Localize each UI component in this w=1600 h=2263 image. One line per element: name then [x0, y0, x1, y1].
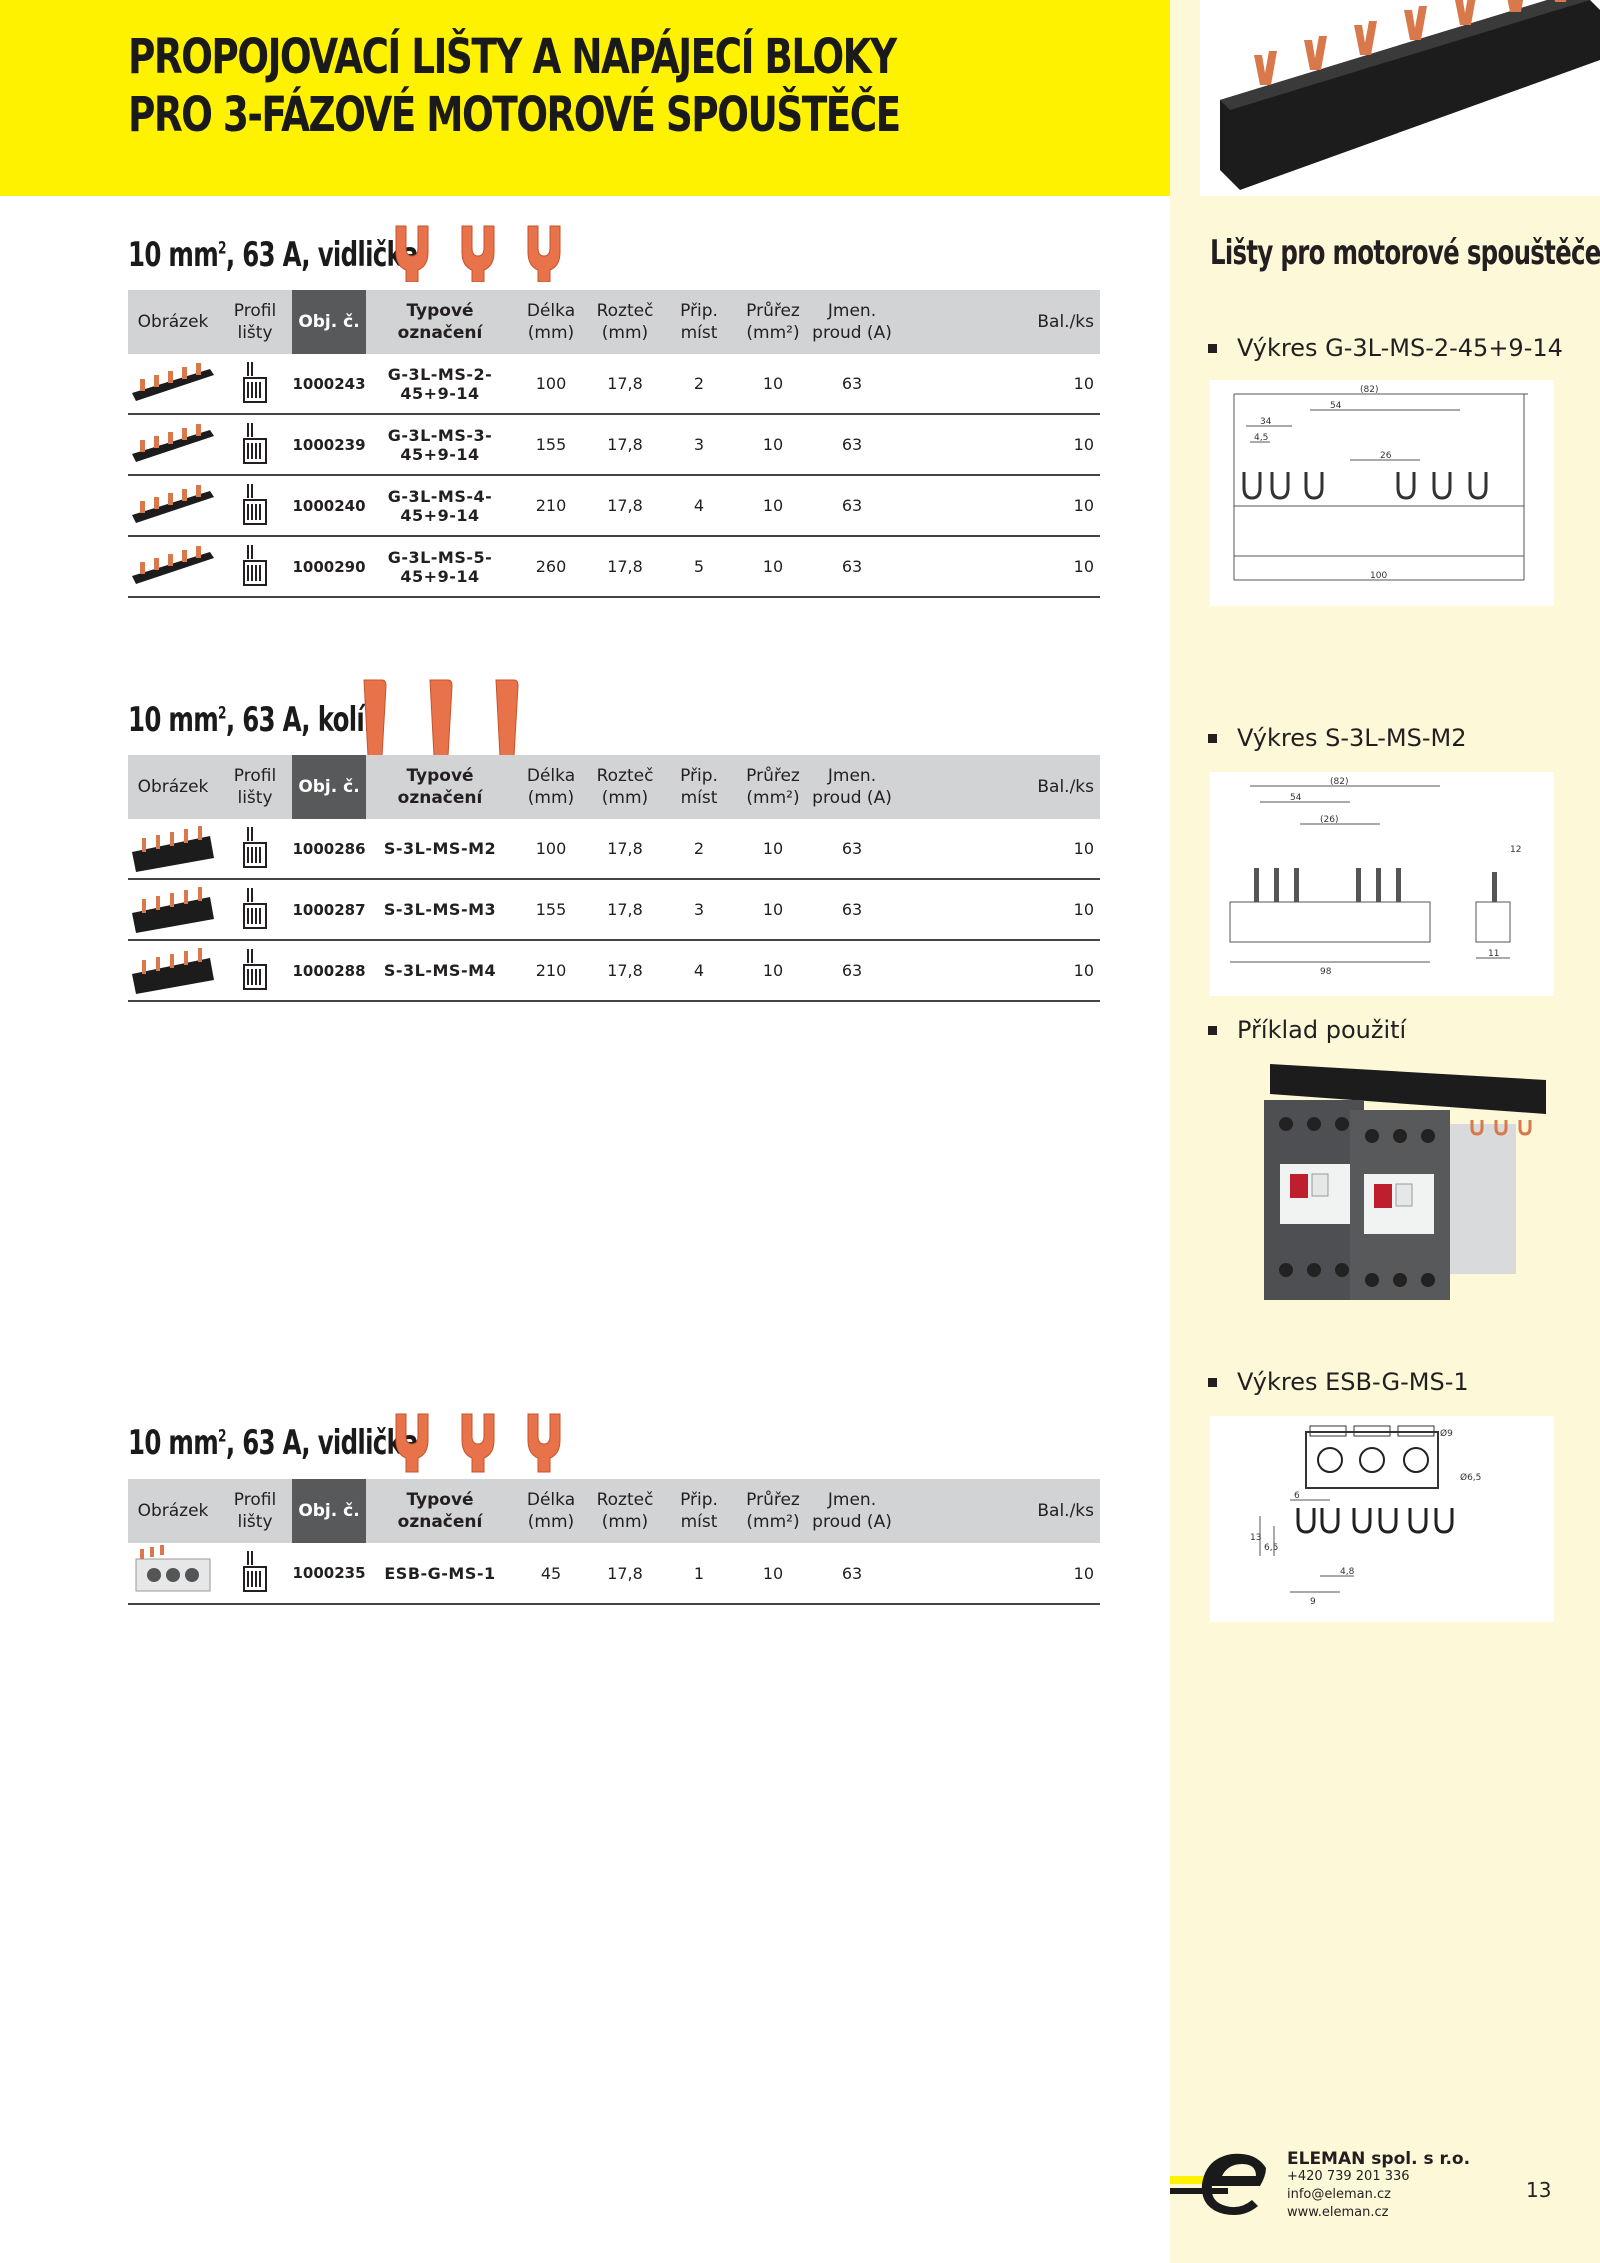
eleman-logo [1170, 2148, 1280, 2222]
svg-text:54: 54 [1330, 401, 1342, 411]
sidebar-heading: Lišty pro motorové spouštěče [1210, 233, 1600, 273]
section-1-title: 10 mm2, 63 A, vidlička [128, 235, 419, 275]
table-row: 1000240 G-3L-MS-4-45+9-14 210 17,8 4 10 … [128, 475, 1100, 537]
title-line-1: PROPOJOVACÍ LIŠTY A NAPÁJECÍ BLOKY [128, 29, 897, 85]
section-3-title: 10 mm2, 63 A, vidlička [128, 1423, 419, 1463]
col-roztec: Rozteč(mm) [588, 290, 662, 354]
profile-icon [218, 940, 292, 1002]
profile-icon [218, 414, 292, 476]
svg-text:54: 54 [1290, 793, 1302, 803]
product-image [128, 475, 218, 537]
col-delka: Délka(mm) [514, 290, 588, 354]
table-row: 1000287 S-3L-MS-M3 155 17,8 3 10 63 10 [128, 879, 1100, 941]
svg-text:(82): (82) [1360, 385, 1378, 395]
page-title: PROPOJOVACÍ LIŠTY A NAPÁJECÍ BLOKY PRO 3… [128, 28, 901, 144]
col-prip: Přip.míst [662, 290, 736, 354]
product-image [128, 819, 218, 880]
svg-text:4,5: 4,5 [1254, 433, 1268, 443]
svg-text:Ø6,5: Ø6,5 [1460, 1472, 1481, 1483]
sidebar-label-4: Výkres ESB-G-MS-1 [1208, 1368, 1469, 1396]
svg-text:12: 12 [1510, 845, 1521, 855]
fork-illustration-1 [395, 225, 561, 282]
svg-text:98: 98 [1320, 967, 1332, 977]
technical-drawing-2: (82) 54 (26) 98 12 11 [1210, 772, 1554, 996]
product-image [128, 354, 218, 415]
svg-text:26: 26 [1380, 451, 1392, 461]
sidebar-label-1: Výkres G-3L-MS-2-45+9-14 [1208, 334, 1563, 362]
product-image [128, 1543, 218, 1605]
table-row: 1000288 S-3L-MS-M4 210 17,8 4 10 63 10 [128, 940, 1100, 1002]
page-number: 13 [1526, 2178, 1552, 2202]
sidebar-label-2: Výkres S-3L-MS-M2 [1208, 724, 1466, 752]
col-bal: Bal./ks [894, 290, 1100, 354]
bullet-icon [1208, 733, 1217, 743]
section-2-title: 10 mm2, 63 A, kolík [128, 700, 380, 740]
sidebar-label-3: Příklad použití [1208, 1016, 1406, 1044]
company-name: ELEMAN spol. s r.o. [1287, 2149, 1471, 2169]
profile-icon [218, 536, 292, 598]
svg-text:11: 11 [1488, 949, 1499, 959]
svg-text:100: 100 [1370, 571, 1387, 581]
usage-example-image [1240, 1054, 1546, 1304]
product-image [128, 536, 218, 598]
col-prurez: Průřez(mm²) [736, 290, 810, 354]
table-row: 1000235 ESB-G-MS-1 45 17,8 1 10 63 10 [128, 1543, 1100, 1605]
pin-illustration [363, 679, 519, 757]
technical-drawing-3: Ø9 Ø6,5 6 4,8 13 6,5 9 [1210, 1416, 1554, 1622]
hero-busbar-image [1200, 0, 1600, 196]
profile-icon [218, 879, 292, 941]
svg-text:34: 34 [1260, 417, 1272, 427]
col-obj: Obj. č. [292, 290, 366, 354]
table-row: 1000286 S-3L-MS-M2 100 17,8 2 10 63 10 [128, 819, 1100, 880]
table-row: 1000243 G-3L-MS-2-45+9-14 100 17,8 2 10 … [128, 354, 1100, 415]
company-email: info@eleman.cz [1287, 2187, 1391, 2202]
bullet-icon [1208, 1025, 1217, 1035]
table-row: 1000290 G-3L-MS-5-45+9-14 260 17,8 5 10 … [128, 536, 1100, 598]
col-jmen: Jmen.proud (A) [810, 290, 894, 354]
profile-icon [218, 354, 292, 415]
profile-icon [218, 1543, 292, 1605]
svg-text:9: 9 [1310, 1597, 1316, 1607]
svg-text:6,5: 6,5 [1264, 1543, 1278, 1553]
title-line-2: PRO 3-FÁZOVÉ MOTOROVÉ SPOUŠTĚČE [128, 87, 901, 143]
title-banner: PROPOJOVACÍ LIŠTY A NAPÁJECÍ BLOKY PRO 3… [0, 0, 1170, 196]
col-typ: Typové označení [366, 290, 514, 354]
svg-text:(82): (82) [1330, 777, 1348, 787]
company-info: ELEMAN spol. s r.o. +420 739 201 336 inf… [1287, 2150, 1470, 2222]
bullet-icon [1208, 1377, 1217, 1387]
product-image [128, 940, 218, 1002]
svg-text:(26): (26) [1320, 815, 1338, 825]
company-web: www.eleman.cz [1287, 2205, 1389, 2220]
svg-text:6: 6 [1294, 1491, 1300, 1501]
product-image [128, 879, 218, 941]
bullet-icon [1208, 343, 1217, 353]
col-obrazek: Obrázek [128, 290, 218, 354]
product-image [128, 414, 218, 476]
profile-icon [218, 475, 292, 537]
profile-icon [218, 819, 292, 880]
company-phone: +420 739 201 336 [1287, 2169, 1410, 2184]
svg-text:Ø9: Ø9 [1440, 1428, 1453, 1439]
table-row: 1000239 G-3L-MS-3-45+9-14 155 17,8 3 10 … [128, 414, 1100, 476]
fork-illustration-2 [395, 1413, 561, 1473]
svg-text:4,8: 4,8 [1340, 1567, 1355, 1577]
svg-text:13: 13 [1250, 1533, 1261, 1543]
technical-drawing-1: (82) 54 34 4,5 26 100 [1210, 380, 1554, 606]
